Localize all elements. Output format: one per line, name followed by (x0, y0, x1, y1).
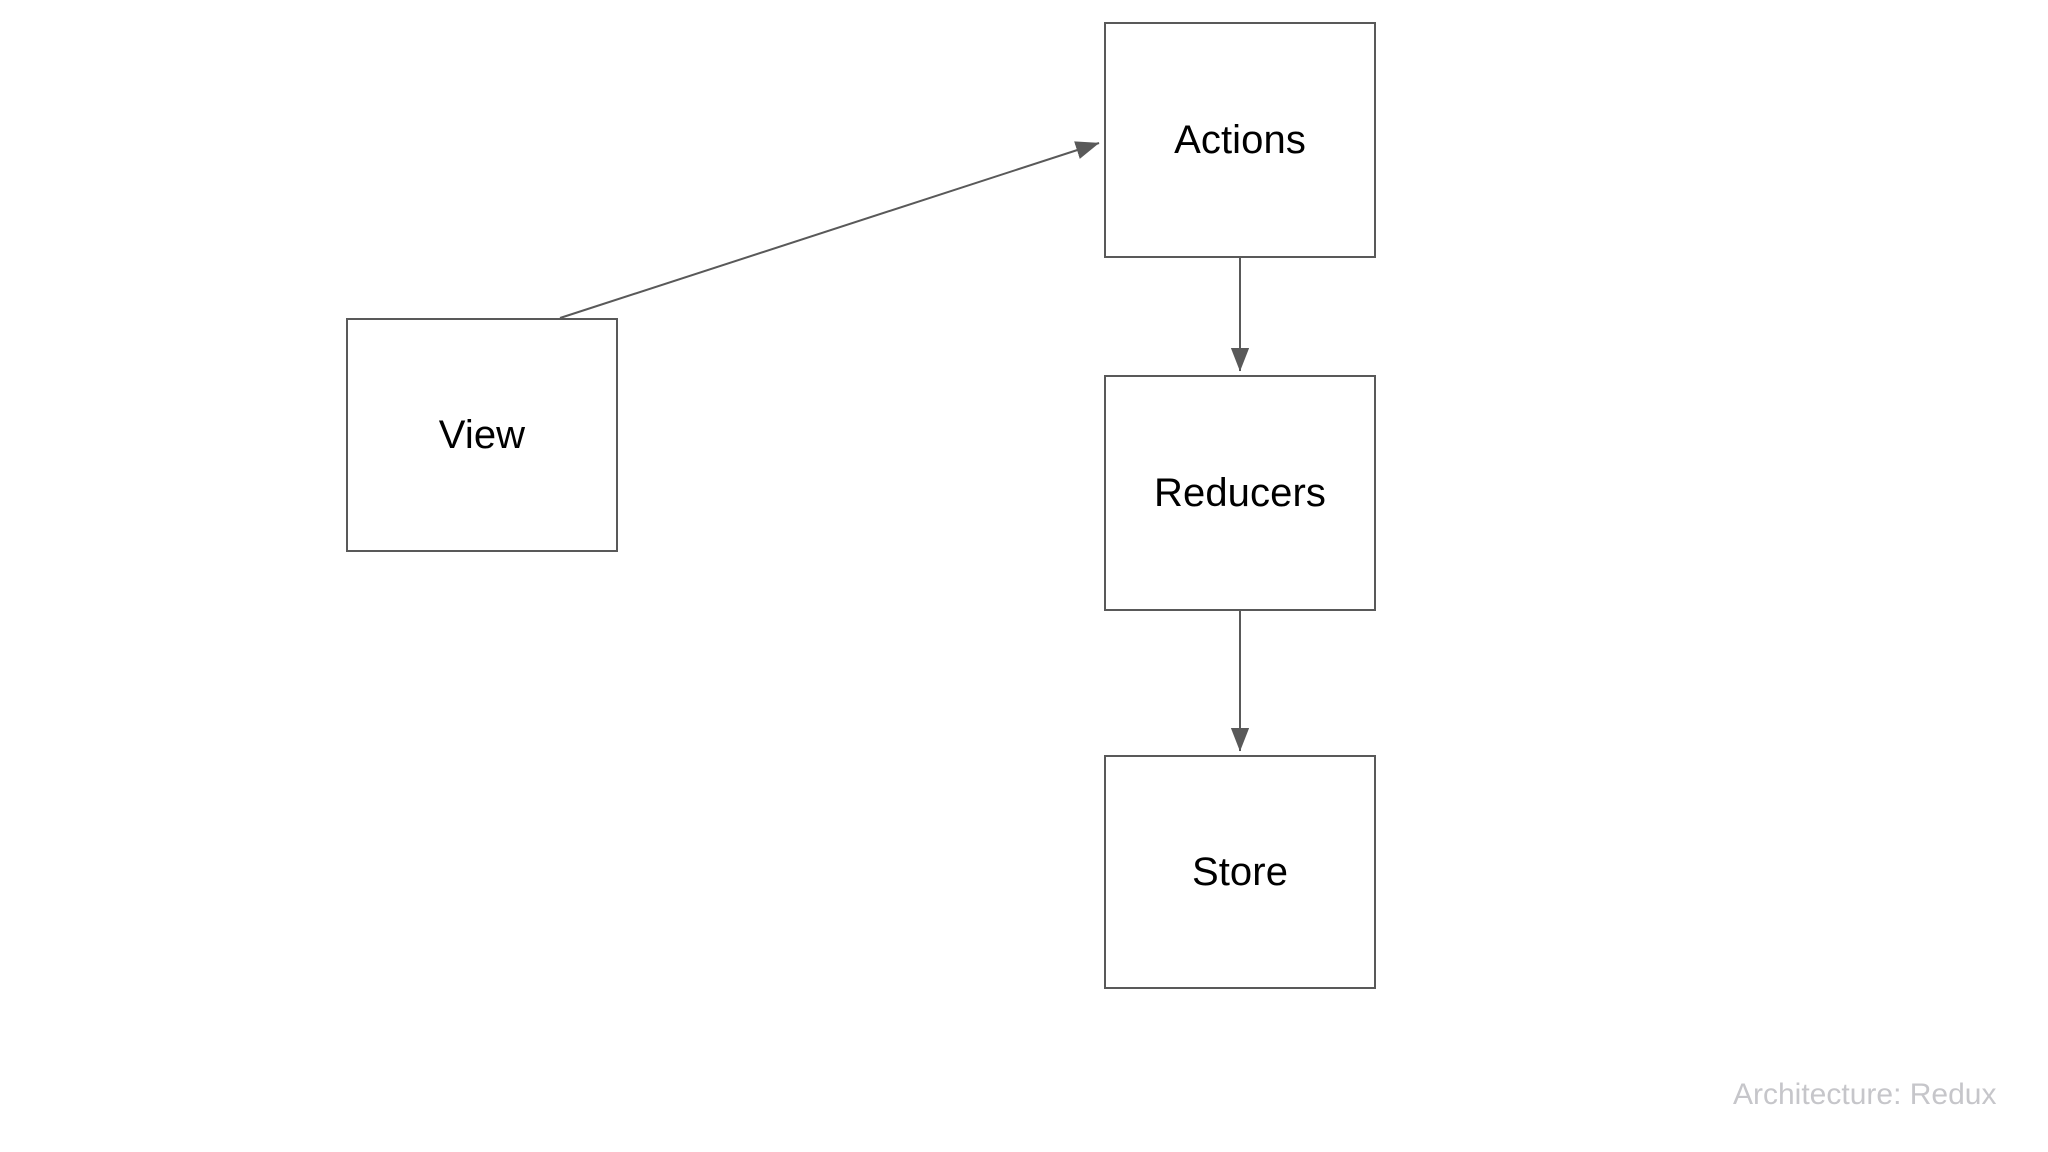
node-label-reducers: Reducers (1154, 471, 1326, 515)
diagram-node-store[interactable]: Store (1104, 755, 1376, 989)
diagram-node-reducers[interactable]: Reducers (1104, 375, 1376, 611)
diagram-node-actions[interactable]: Actions (1104, 22, 1376, 258)
diagram-caption: Architecture: Redux (1733, 1078, 1997, 1111)
node-label-store: Store (1191, 850, 1289, 894)
node-label-view: View (438, 413, 526, 457)
edge-view-to-actions (559, 141, 1100, 319)
diagram-node-view[interactable]: View (346, 318, 618, 552)
node-label-actions: Actions (1174, 118, 1306, 162)
